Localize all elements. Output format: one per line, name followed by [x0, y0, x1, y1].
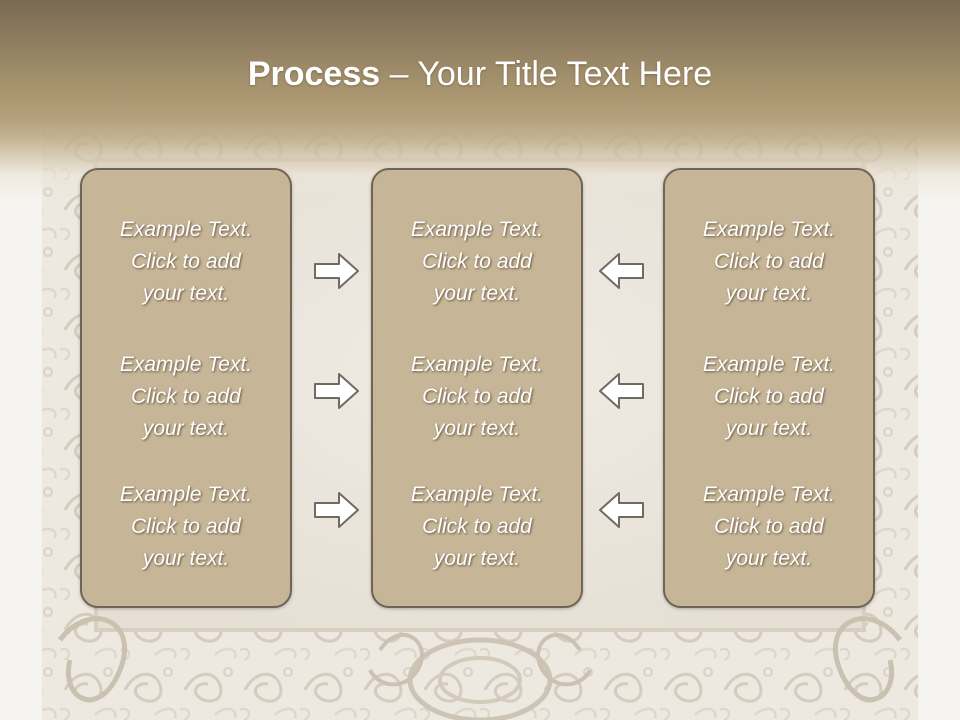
text-placeholder[interactable]: Example Text. Click to add your text. — [665, 479, 873, 575]
text-line: Click to add — [422, 385, 532, 408]
text-line: your text. — [725, 417, 813, 440]
arrow-left-icon — [599, 253, 644, 289]
text-line: Click to add — [422, 515, 532, 538]
title-bold: Process — [247, 55, 381, 93]
text-line: your text. — [725, 547, 813, 570]
text-line: Example Text. — [702, 218, 836, 241]
text-line: Click to add — [714, 250, 824, 273]
text-line: Click to add — [714, 515, 824, 538]
text-line: Example Text. — [702, 483, 836, 506]
text-line: your text. — [142, 282, 230, 305]
title-rest: Your Title Text Here — [417, 55, 713, 93]
text-line: Click to add — [131, 385, 241, 408]
text-line: Example Text. — [119, 218, 253, 241]
text-placeholder[interactable]: Example Text. Click to add your text. — [373, 214, 581, 310]
text-line: Example Text. — [119, 483, 253, 506]
text-line: Example Text. — [410, 218, 544, 241]
text-line: Click to add — [714, 385, 824, 408]
arrow-right-icon — [314, 492, 359, 528]
title-separator: – — [380, 55, 418, 93]
text-line: Example Text. — [410, 483, 544, 506]
text-line: your text. — [433, 417, 521, 440]
text-placeholder[interactable]: Example Text. Click to add your text. — [665, 349, 873, 445]
text-placeholder[interactable]: Example Text. Click to add your text. — [373, 479, 581, 575]
arrow-left-icon — [599, 492, 644, 528]
text-placeholder[interactable]: Example Text. Click to add your text. — [373, 349, 581, 445]
text-line: your text. — [142, 547, 230, 570]
process-panel-center: Example Text. Click to add your text. Ex… — [371, 168, 583, 608]
text-line: your text. — [725, 282, 813, 305]
text-placeholder[interactable]: Example Text. Click to add your text. — [665, 214, 873, 310]
text-line: Example Text. — [702, 353, 836, 376]
text-line: Example Text. — [410, 353, 544, 376]
arrow-right-icon — [314, 373, 359, 409]
title-bar — [0, 0, 960, 200]
arrow-left-icon — [599, 373, 644, 409]
slide-title[interactable]: Process – Your Title Text Here — [0, 52, 960, 96]
text-line: your text. — [433, 282, 521, 305]
arrow-right-icon — [314, 253, 359, 289]
text-line: your text. — [142, 417, 230, 440]
text-line: Click to add — [131, 515, 241, 538]
text-line: your text. — [433, 547, 521, 570]
text-placeholder[interactable]: Example Text. Click to add your text. — [82, 349, 290, 445]
text-placeholder[interactable]: Example Text. Click to add your text. — [82, 479, 290, 575]
process-panel-right: Example Text. Click to add your text. Ex… — [663, 168, 875, 608]
text-line: Click to add — [131, 250, 241, 273]
text-placeholder[interactable]: Example Text. Click to add your text. — [82, 214, 290, 310]
process-panel-left: Example Text. Click to add your text. Ex… — [80, 168, 292, 608]
text-line: Click to add — [422, 250, 532, 273]
text-line: Example Text. — [119, 353, 253, 376]
